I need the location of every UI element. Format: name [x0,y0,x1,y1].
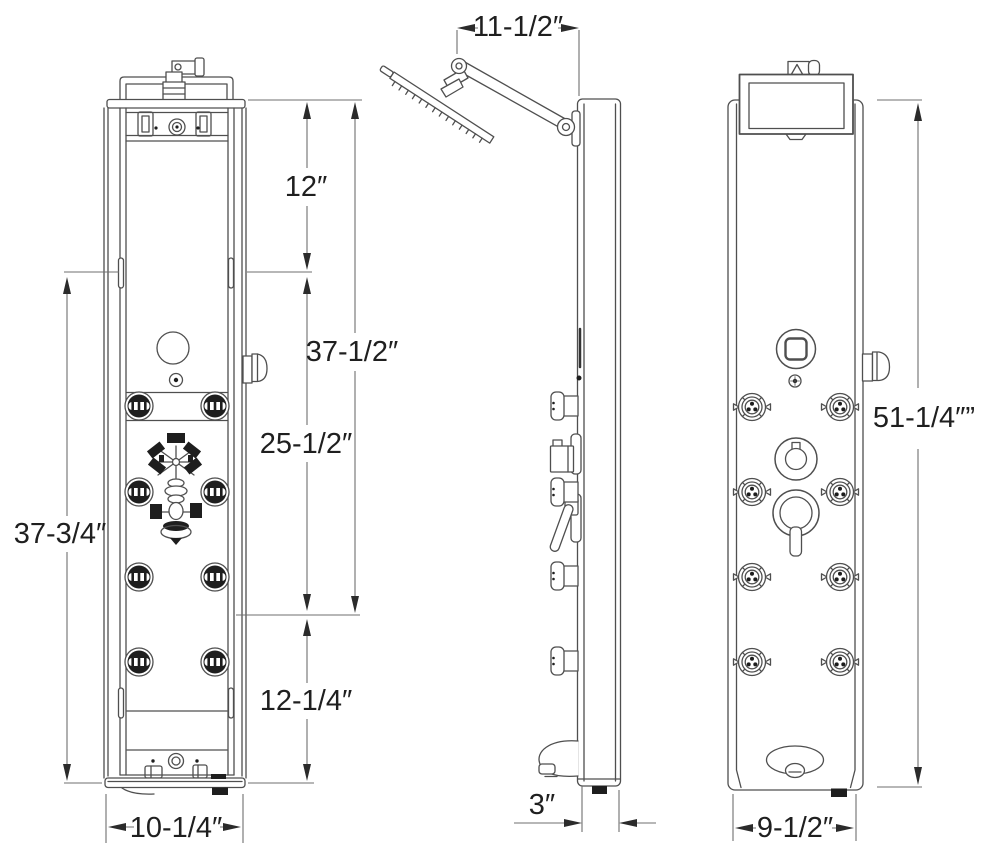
panel-foot-front [831,788,847,797]
rain-shower-head [379,65,495,144]
body-jet [200,647,230,677]
body-jet-profile [550,561,579,591]
dimension-annotations: 12″ 25-1/2″ 37-1/2″ 12-1/4″ 37-3/4″ [14,11,975,844]
body-jet [124,562,154,592]
dim-label-lower-span: 12-1/4″ [260,685,353,717]
body-jet [200,391,230,421]
hanging-brackets [137,111,212,137]
panel-profile [576,98,622,787]
side-outlet [242,353,268,384]
dim-label-overall-left: 37-3/4″ [14,518,107,550]
back-view [103,57,268,795]
rain-shower-head-front [738,73,854,135]
frame-slot [117,257,125,289]
top-plate [106,98,246,109]
dimension-overall-left: 37-3/4″ [14,277,107,781]
frame-slot [117,687,125,719]
body-jet-profile [550,477,579,507]
side-outlet-front [861,351,891,382]
dimension-front-width: 9-1/2″ [735,812,854,844]
tub-spout-profile [538,740,579,778]
bottom-section [104,710,246,795]
dimension-back-width: 10-1/4″ [108,812,241,844]
body-jet [124,477,154,507]
body-jet-profile [550,646,579,676]
side-view [379,57,622,794]
body-jet-profile [550,391,579,421]
water-inlet-fitting [162,57,205,101]
body-jet [200,562,230,592]
dimension-overall-span: 37-1/2″ [306,102,399,613]
frame-slot [227,257,235,289]
diverter-valve-assembly [146,433,203,545]
top-fitting [787,59,821,77]
front-view [727,59,891,797]
dim-label-back-width: 10-1/4″ [130,812,223,844]
dim-label-depth: 3″ [529,789,555,821]
panel-foot [592,786,607,794]
face-dot [576,375,582,381]
diverter-knob-profile [549,439,575,473]
dim-label-overall-span: 37-1/2″ [306,336,399,368]
screw-hole [168,372,184,388]
tub-spout-front [765,745,825,779]
body-jet [124,391,154,421]
arm-pivot [556,110,581,147]
diverter-knob [774,437,818,481]
dim-label-top-offset: 12″ [285,171,328,203]
dim-label-front-width: 9-1/2″ [757,812,833,844]
dimension-mid-span: 25-1/2″ [260,277,353,611]
control-display [775,328,817,370]
dimension-top-offset: 12″ [285,102,328,270]
frame-slot [227,687,235,719]
body-jet [200,477,230,507]
top-connector [154,118,200,136]
dimension-height: 51-1/4″” [873,103,975,785]
mixer-lever [772,489,820,557]
body-jet [124,647,154,677]
control-opening [156,331,190,365]
dimension-depth: 3″ [514,789,656,827]
dim-label-arm-reach: 11-1/2″ [473,11,563,43]
dimension-lower-span: 12-1/4″ [260,619,353,781]
dim-label-height: 51-1/4″” [873,402,975,434]
screw [788,374,802,388]
dim-label-mid-span: 25-1/2″ [260,428,353,460]
dimension-arm-reach: 11-1/2″ [457,11,579,43]
shower-arm [440,57,570,131]
